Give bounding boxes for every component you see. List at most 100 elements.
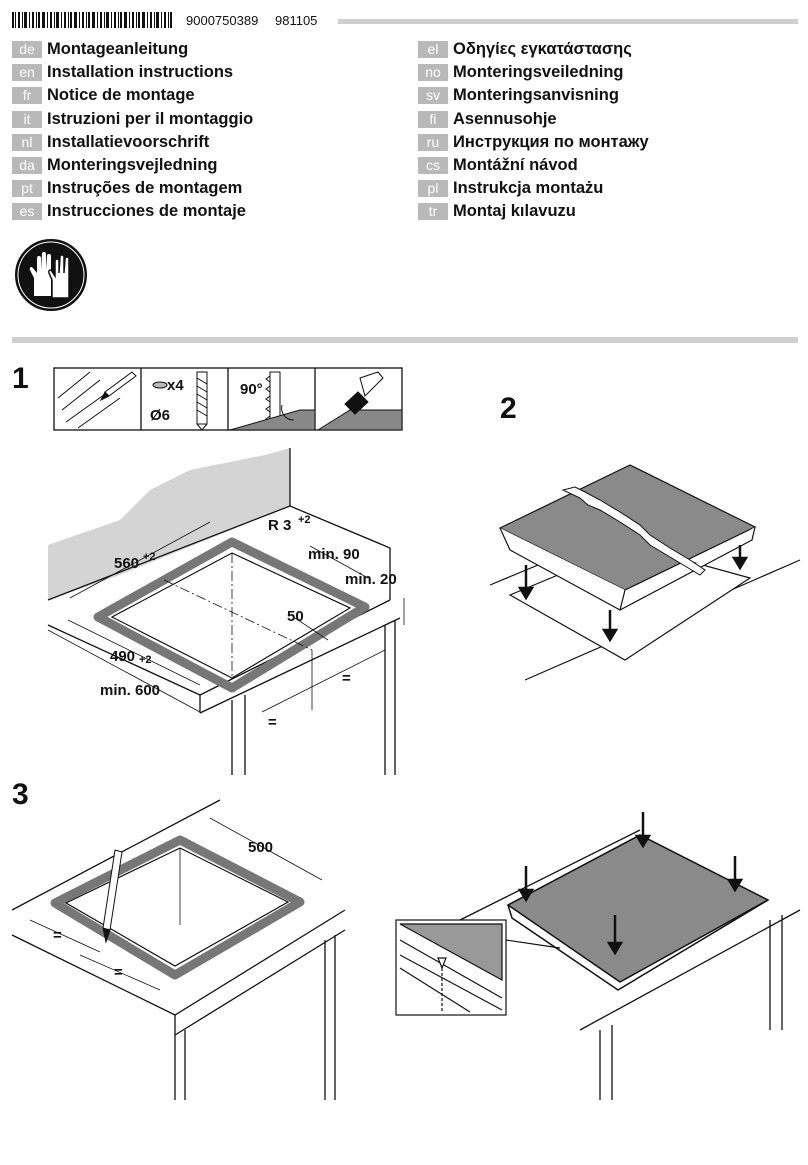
- language-code: en: [12, 64, 42, 82]
- language-code: da: [12, 157, 42, 175]
- min-thickness-label: min. 20: [345, 571, 397, 588]
- language-title: Monteringsanvisning: [453, 86, 619, 105]
- language-row: pt Instruções de montagem: [12, 177, 253, 200]
- marking-pencil-icon: [57, 371, 137, 429]
- language-code: sv: [418, 87, 448, 105]
- article-number: 9000750389: [186, 13, 259, 28]
- hob-glass: [506, 834, 770, 983]
- language-title: Instrucciones de montaje: [47, 202, 246, 221]
- detail-inset: [395, 919, 561, 1016]
- language-row: sv Monteringsanvisning: [418, 84, 649, 107]
- step-number-3: 3: [12, 778, 29, 811]
- language-row: no Monteringsveiledning: [418, 61, 649, 84]
- language-title: Asennusohje: [453, 109, 557, 128]
- language-code: pl: [418, 180, 448, 198]
- language-title: Montážní návod: [453, 156, 578, 175]
- language-row: es Instrucciones de montaje: [12, 200, 253, 223]
- hob-side: [499, 526, 756, 611]
- language-row: pl Instrukcja montażu: [418, 177, 649, 200]
- saw-angle-label: 90°: [240, 381, 263, 398]
- language-list-left: de Montageanleitung en Installation instru…: [12, 38, 253, 224]
- language-row: nl Installatievoorschrift: [12, 131, 253, 154]
- equal-mark: =: [268, 714, 277, 731]
- dimension-lines: [47, 521, 405, 713]
- radius-tolerance: +2: [298, 514, 311, 526]
- language-title: Инструкция по монтажу: [453, 132, 649, 151]
- step-number-1: 1: [12, 362, 29, 395]
- section-divider: [12, 337, 798, 343]
- language-code: pt: [12, 180, 42, 198]
- drill-diameter-label: Ø6: [150, 407, 170, 424]
- language-code: fi: [418, 110, 448, 128]
- language-row: cs Montážní návod: [418, 154, 649, 177]
- saw-angle-icon: [229, 371, 316, 431]
- down-arrow-icon: [517, 545, 749, 643]
- language-title: Installation instructions: [47, 63, 234, 82]
- language-row: fr Notice de montage: [12, 84, 253, 107]
- language-row: it Istruzioni per il montaggio: [12, 108, 253, 131]
- pencil-icon: [102, 849, 123, 944]
- min-front-label: min. 600: [100, 682, 160, 699]
- language-title: Monteringsveiledning: [453, 63, 624, 82]
- edge-distance-label: 50: [287, 608, 304, 625]
- cut-depth-label: 500: [248, 839, 273, 856]
- wall-corner: [289, 448, 391, 600]
- depth-tolerance: +2: [139, 654, 152, 666]
- cutout-frame: [50, 835, 305, 980]
- language-title: Montaj kılavuzu: [453, 202, 576, 221]
- language-code: es: [12, 203, 42, 221]
- language-row: el Οδηγίες εγκατάστασης: [418, 38, 649, 61]
- language-code: ru: [418, 133, 448, 151]
- radius-label: R 3: [268, 517, 291, 534]
- language-row: da Monteringsvejledning: [12, 154, 253, 177]
- step-number-2: 2: [500, 392, 517, 425]
- down-arrow-icon: [517, 812, 744, 956]
- equal-mark: =: [114, 964, 123, 981]
- depth-label: 490: [110, 648, 135, 665]
- language-list-right: el Οδηγίες εγκατάστασης no Monteringsveile…: [418, 38, 649, 224]
- width-label: 560: [114, 555, 139, 572]
- header-rule: [338, 19, 798, 24]
- drill-count-label: x4: [167, 377, 184, 394]
- language-row: tr Montaj kılavuzu: [418, 200, 649, 223]
- language-title: Monteringsvejledning: [47, 156, 218, 175]
- language-title: Istruzioni per il montaggio: [47, 109, 254, 128]
- language-title: Installatievoorschrift: [47, 132, 210, 151]
- drill-bit-icon: [152, 371, 208, 431]
- language-row: de Montageanleitung: [12, 38, 253, 61]
- language-code: no: [418, 64, 448, 82]
- equal-mark: =: [342, 670, 351, 687]
- cutout-edge: [64, 847, 290, 967]
- language-title: Instruções de montagem: [47, 179, 243, 198]
- language-title: Notice de montage: [47, 86, 195, 105]
- language-code: de: [12, 41, 42, 59]
- cutout-frame: [93, 537, 370, 693]
- barcode: [12, 12, 172, 28]
- protective-gloves-icon: [13, 237, 89, 313]
- min-back-label: min. 90: [308, 546, 360, 563]
- width-tolerance: +2: [143, 551, 156, 563]
- break-mark: [561, 486, 706, 576]
- language-code: tr: [418, 203, 448, 221]
- language-code: el: [418, 41, 448, 59]
- cutout-edge: [110, 552, 352, 679]
- language-code: cs: [418, 157, 448, 175]
- language-code: nl: [12, 133, 42, 151]
- language-code: it: [12, 110, 42, 128]
- brush-icon: [316, 371, 403, 431]
- equal-mark: =: [53, 927, 62, 944]
- language-title: Instrukcja montażu: [453, 179, 604, 198]
- centre-lines: [163, 553, 313, 678]
- language-row: fi Asennusohje: [418, 108, 649, 131]
- wall-background: [48, 448, 290, 600]
- language-code: fr: [12, 87, 42, 105]
- date-code: 981105: [275, 13, 318, 28]
- language-title: Οδηγίες εγκατάστασης: [453, 40, 632, 59]
- language-row: en Installation instructions: [12, 61, 253, 84]
- language-title: Montageanleitung: [47, 40, 189, 59]
